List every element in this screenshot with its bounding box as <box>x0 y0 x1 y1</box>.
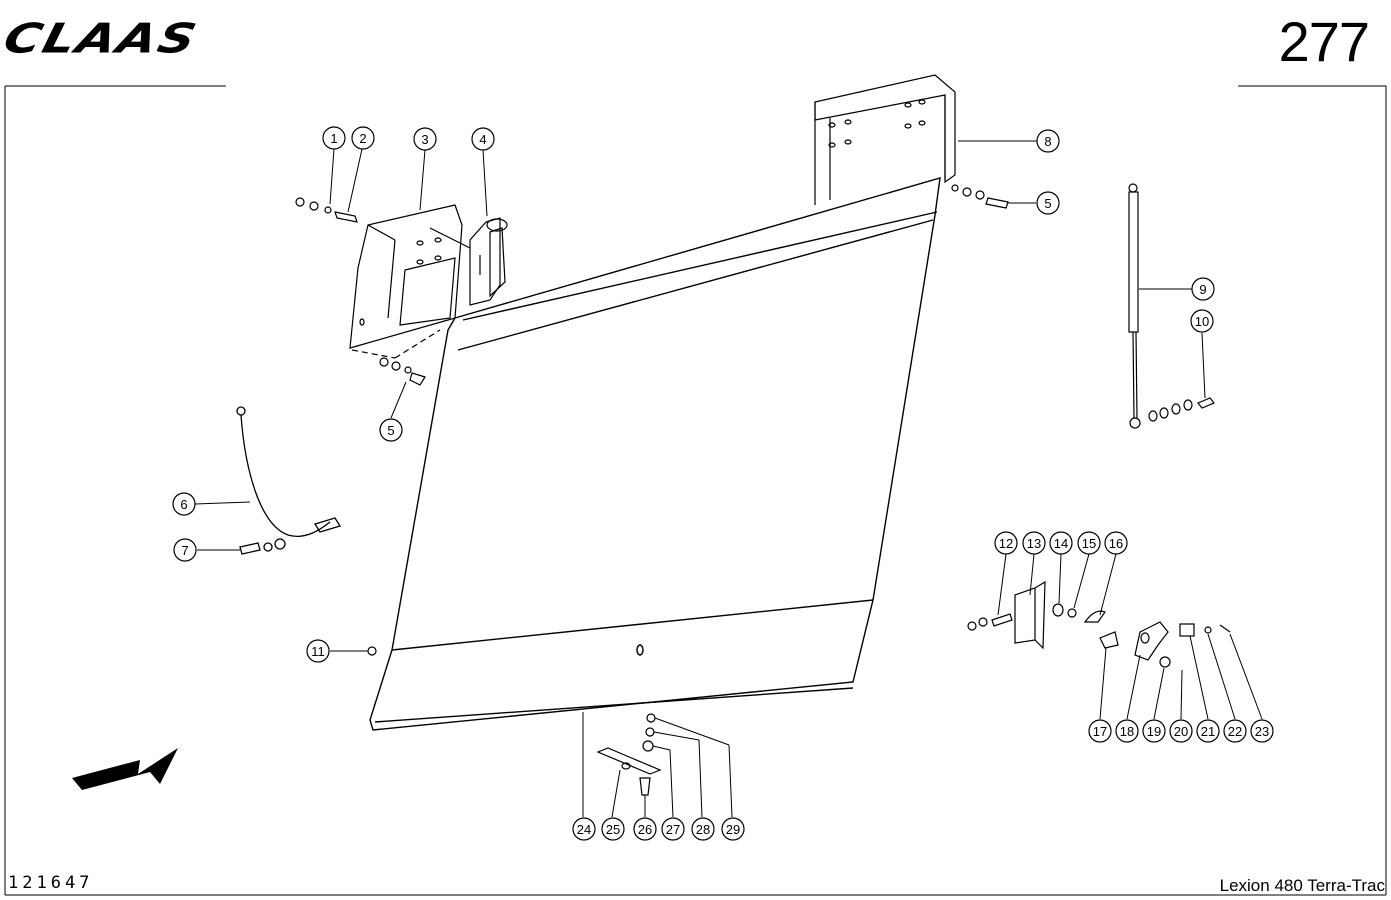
callout-2: 2 <box>351 126 375 150</box>
svg-text:3: 3 <box>421 132 428 147</box>
callout-8: 8 <box>1036 129 1060 153</box>
svg-text:4: 4 <box>479 132 486 147</box>
hinge-4 <box>469 217 508 306</box>
callout-13: 13 <box>1022 531 1046 555</box>
callout-21: 21 <box>1196 719 1220 743</box>
bracket-3 <box>349 204 471 359</box>
callout-25: 25 <box>601 817 625 841</box>
safety-cable-6 <box>236 406 342 555</box>
latch-assembly <box>967 580 1231 668</box>
svg-text:25: 25 <box>606 822 620 837</box>
callout-12: 12 <box>994 531 1018 555</box>
callout-17: 17 <box>1088 719 1112 743</box>
svg-text:12: 12 <box>999 536 1013 551</box>
svg-text:10: 10 <box>1195 314 1209 329</box>
bottom-hardware <box>596 713 662 796</box>
svg-text:16: 16 <box>1109 536 1123 551</box>
callout-23: 23 <box>1250 719 1274 743</box>
callout-20: 20 <box>1169 719 1193 743</box>
callout-16: 16 <box>1104 531 1128 555</box>
svg-text:8: 8 <box>1044 134 1051 149</box>
gas-strut-9 <box>1128 183 1215 429</box>
svg-text:29: 29 <box>726 822 740 837</box>
svg-text:26: 26 <box>638 822 652 837</box>
callout-5a: 5 <box>379 418 403 442</box>
callout-3: 3 <box>413 127 437 151</box>
svg-text:20: 20 <box>1174 724 1188 739</box>
callout-1: 1 <box>322 126 346 150</box>
leader-lines <box>194 140 1263 818</box>
callout-28: 28 <box>691 817 715 841</box>
callout-27: 27 <box>661 817 685 841</box>
svg-text:5: 5 <box>387 423 394 438</box>
main-panel <box>369 177 941 731</box>
svg-text:9: 9 <box>1199 282 1206 297</box>
callout-26: 26 <box>633 817 657 841</box>
sheet-frame <box>4 85 1387 896</box>
callout-balloons: 1 2 3 4 5 5 6 7 8 9 10 11 12 13 14 15 16… <box>172 126 1274 841</box>
callout-18: 18 <box>1115 719 1139 743</box>
callout-29: 29 <box>721 817 745 841</box>
svg-text:24: 24 <box>577 822 591 837</box>
svg-text:19: 19 <box>1147 724 1161 739</box>
svg-text:11: 11 <box>311 644 325 659</box>
svg-text:15: 15 <box>1082 536 1096 551</box>
fasteners <box>295 184 1009 656</box>
callout-4: 4 <box>471 127 495 151</box>
svg-text:23: 23 <box>1255 724 1269 739</box>
callout-7: 7 <box>173 538 197 562</box>
callout-11: 11 <box>306 639 330 663</box>
svg-text:2: 2 <box>359 131 366 146</box>
callout-6: 6 <box>172 492 196 516</box>
direction-arrow-icon <box>72 748 178 790</box>
callout-22: 22 <box>1223 719 1247 743</box>
svg-text:17: 17 <box>1093 724 1107 739</box>
callout-19: 19 <box>1142 719 1166 743</box>
svg-text:21: 21 <box>1201 724 1215 739</box>
model-name: Lexion 480 Terra-Trac <box>1219 876 1385 895</box>
svg-text:5: 5 <box>1044 196 1051 211</box>
document-number: 121647 <box>8 873 94 893</box>
svg-text:13: 13 <box>1027 536 1041 551</box>
callout-10: 10 <box>1190 309 1214 333</box>
svg-text:28: 28 <box>696 822 710 837</box>
callout-14: 14 <box>1049 531 1073 555</box>
svg-text:27: 27 <box>666 822 680 837</box>
svg-text:14: 14 <box>1054 536 1068 551</box>
svg-text:22: 22 <box>1228 724 1242 739</box>
callout-5b: 5 <box>1036 191 1060 215</box>
svg-text:18: 18 <box>1120 724 1134 739</box>
callout-15: 15 <box>1077 531 1101 555</box>
page-number: 277 <box>1278 10 1370 73</box>
callout-24: 24 <box>572 817 596 841</box>
bracket-8 <box>814 74 956 205</box>
svg-text:6: 6 <box>180 497 187 512</box>
callout-9: 9 <box>1191 277 1215 301</box>
svg-text:1: 1 <box>330 131 337 146</box>
svg-text:7: 7 <box>181 543 188 558</box>
